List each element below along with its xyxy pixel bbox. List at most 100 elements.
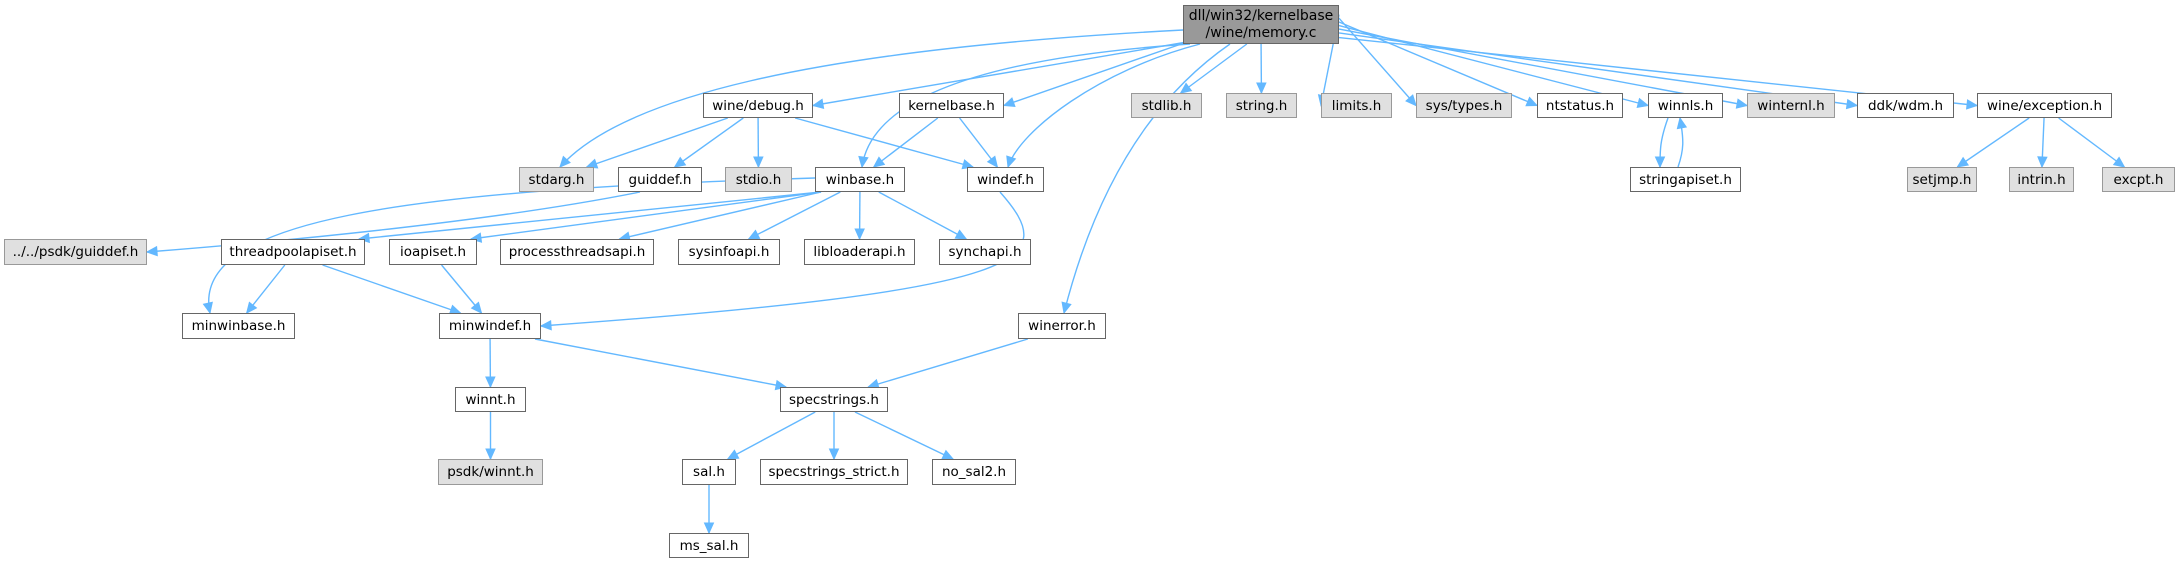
node-psdk-guiddef-h: ../../psdk/guiddef.h bbox=[4, 239, 147, 265]
node-libloaderapi-h[interactable]: libloaderapi.h bbox=[804, 239, 915, 265]
node-winternl-h: winternl.h bbox=[1747, 93, 1835, 118]
edge-winbase-to-synchapi bbox=[878, 191, 967, 240]
edge-root-to-stdarg bbox=[559, 29, 1184, 168]
edge-specstrings-to-no-sal2-arrowhead bbox=[941, 449, 955, 460]
node-ntstatus-h[interactable]: ntstatus.h bbox=[1537, 93, 1623, 118]
edge-specstrings-to-no-sal2 bbox=[854, 411, 954, 460]
edge-ioapiset-to-minwindef-arrowhead bbox=[470, 301, 483, 314]
edge-stringapiset-to-winnls-arrowhead bbox=[1676, 116, 1688, 130]
node-windef-h[interactable]: windef.h bbox=[967, 167, 1044, 192]
node-psdk-winnt-h: psdk/winnt.h bbox=[438, 459, 543, 485]
edge-root-to-winerror-arrowhead bbox=[1061, 301, 1072, 315]
edge-winbase-to-libloaderapi-arrowhead bbox=[854, 228, 865, 241]
edge-winerror-to-specstrings bbox=[867, 338, 1029, 388]
edge-wine-exception-to-excpt-arrowhead bbox=[2112, 156, 2126, 168]
edge-root-to-string-arrowhead bbox=[1256, 82, 1267, 95]
node-setjmp-h: setjmp.h bbox=[1907, 167, 1977, 192]
edge-specstrings-to-sal-arrowhead bbox=[726, 449, 740, 460]
edge-wine-exception-to-setjmp-arrowhead bbox=[1956, 156, 1970, 168]
node-sysinfoapi-h[interactable]: sysinfoapi.h bbox=[678, 239, 780, 265]
node-limits-h: limits.h bbox=[1321, 93, 1392, 118]
edge-wine-exception-to-intrin-arrowhead bbox=[2037, 156, 2048, 169]
edge-winnls-to-stringapiset-arrowhead bbox=[1654, 156, 1666, 169]
edge-windef-to-minwindef-arrowhead bbox=[539, 319, 552, 331]
node-ms-sal-h[interactable]: ms_sal.h bbox=[669, 533, 749, 558]
edge-kernelbase-to-winbase-arrowhead bbox=[872, 156, 886, 168]
edge-specstrings-to-specstrings-strict-arrowhead bbox=[828, 448, 840, 461]
edge-root-to-wine-exception-arrowhead bbox=[1966, 99, 1979, 110]
edge-winbase-to-minwinbase-arrowhead bbox=[202, 301, 213, 315]
root-file-label-line2: /wine/memory.c bbox=[1205, 24, 1317, 41]
edge-kernelbase-to-windef-arrowhead bbox=[986, 155, 999, 168]
node-sys-types-h: sys/types.h bbox=[1416, 93, 1512, 118]
node-string-h: string.h bbox=[1226, 93, 1297, 118]
edge-wine-debug-to-windef bbox=[794, 117, 974, 168]
edge-root-to-windef bbox=[1007, 43, 1201, 168]
edge-root-to-wine-debug-arrowhead bbox=[811, 98, 825, 109]
node-wine-debug-h[interactable]: wine/debug.h bbox=[703, 93, 813, 118]
edge-root-to-winternl-arrowhead bbox=[1735, 98, 1749, 109]
edge-windef-to-minwindef bbox=[540, 191, 1025, 327]
edge-guiddef-to-psdk-guiddef-arrowhead bbox=[145, 245, 158, 257]
edge-root-to-sys-types bbox=[1338, 17, 1417, 106]
node-wine-exception-h[interactable]: wine/exception.h bbox=[1977, 93, 2112, 118]
edge-winbase-to-sysinfoapi bbox=[748, 191, 841, 240]
node-synchapi-h[interactable]: synchapi.h bbox=[939, 239, 1031, 265]
node-processthreadsapi-h[interactable]: processthreadsapi.h bbox=[500, 239, 654, 265]
edge-root-to-ddk-wdm-arrowhead bbox=[1845, 98, 1859, 110]
edge-root-to-stdlib bbox=[1180, 43, 1248, 94]
edge-winnt-to-psdk-winnt-arrowhead bbox=[485, 448, 496, 461]
node-ioapiset-h[interactable]: ioapiset.h bbox=[389, 239, 477, 265]
node-intrin-h: intrin.h bbox=[2009, 167, 2074, 192]
edge-minwindef-to-winnt-arrowhead bbox=[485, 376, 496, 389]
edge-threadpoolapiset-to-minwindef bbox=[322, 264, 461, 314]
root-file-node[interactable]: dll/win32/kernelbase /wine/memory.c bbox=[1183, 5, 1339, 44]
root-file-label-line1: dll/win32/kernelbase bbox=[1188, 7, 1334, 24]
edge-kernelbase-to-winbase bbox=[873, 117, 939, 168]
node-threadpoolapiset-h[interactable]: threadpoolapiset.h bbox=[221, 239, 365, 265]
node-sal-h[interactable]: sal.h bbox=[682, 459, 736, 485]
edge-winbase-to-threadpoolapiset bbox=[358, 191, 822, 240]
node-winerror-h[interactable]: winerror.h bbox=[1018, 313, 1106, 339]
edge-threadpoolapiset-to-minwinbase-arrowhead bbox=[245, 301, 258, 314]
node-winbase-h[interactable]: winbase.h bbox=[815, 167, 905, 192]
edge-root-to-stdlib-arrowhead bbox=[1179, 82, 1193, 94]
edge-wine-debug-to-guiddef bbox=[674, 117, 744, 168]
edge-root-to-winbase bbox=[861, 43, 1191, 168]
node-guiddef-h[interactable]: guiddef.h bbox=[618, 167, 702, 192]
edge-guiddef-to-psdk-guiddef bbox=[146, 191, 641, 253]
node-winnt-h[interactable]: winnt.h bbox=[455, 387, 526, 412]
edge-root-to-sys-types-arrowhead bbox=[1405, 94, 1417, 107]
node-winnls-h[interactable]: winnls.h bbox=[1648, 93, 1723, 118]
edge-wine-exception-to-excpt bbox=[2058, 117, 2125, 168]
node-ddk-wdm-h[interactable]: ddk/wdm.h bbox=[1857, 93, 1954, 118]
node-stdio-h: stdio.h bbox=[725, 167, 792, 192]
edge-winbase-to-processthreadsapi bbox=[619, 191, 822, 240]
edge-minwindef-to-specstrings bbox=[534, 338, 787, 388]
node-stdlib-h: stdlib.h bbox=[1131, 93, 1202, 118]
node-minwinbase-h[interactable]: minwinbase.h bbox=[182, 313, 295, 339]
edge-winbase-to-synchapi-arrowhead bbox=[954, 229, 968, 240]
node-stringapiset-h[interactable]: stringapiset.h bbox=[1630, 167, 1741, 192]
edge-wine-exception-to-setjmp bbox=[1956, 117, 2030, 168]
edge-sal-to-ms-sal-arrowhead bbox=[703, 522, 715, 535]
edge-root-to-ntstatus-arrowhead bbox=[1525, 96, 1539, 107]
edge-root-to-windef-arrowhead bbox=[1006, 155, 1017, 169]
edge-winbase-to-ioapiset bbox=[470, 191, 822, 240]
edge-root-to-winerror bbox=[1063, 43, 1231, 314]
edge-specstrings-to-sal bbox=[727, 411, 816, 460]
edge-root-to-kernelbase bbox=[1003, 41, 1188, 107]
edge-winbase-to-sysinfoapi-arrowhead bbox=[747, 229, 761, 240]
node-specstrings-h[interactable]: specstrings.h bbox=[780, 387, 888, 412]
edge-wine-debug-to-stdarg bbox=[586, 117, 729, 168]
edge-root-to-wine-debug bbox=[812, 41, 1188, 107]
node-minwindef-h[interactable]: minwindef.h bbox=[439, 313, 541, 339]
edge-wine-debug-to-guiddef-arrowhead bbox=[673, 156, 687, 168]
edge-root-to-winnls-arrowhead bbox=[1636, 97, 1650, 108]
node-no-sal2-h[interactable]: no_sal2.h bbox=[932, 459, 1016, 485]
node-kernelbase-h[interactable]: kernelbase.h bbox=[899, 93, 1004, 118]
node-specstrings-strict-h[interactable]: specstrings_strict.h bbox=[760, 459, 908, 485]
edge-root-to-stdarg-arrowhead bbox=[559, 155, 571, 168]
edge-wine-debug-to-stdio-arrowhead bbox=[753, 156, 764, 169]
